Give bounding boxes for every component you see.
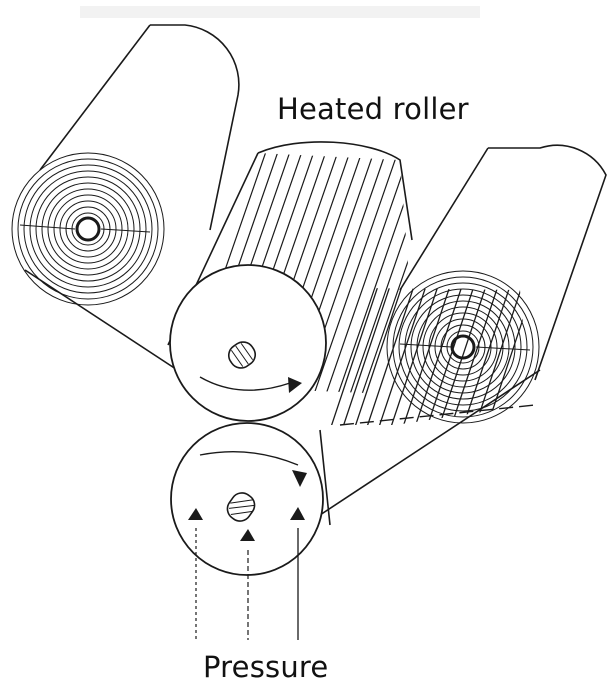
top-band	[80, 6, 480, 18]
left-film-sheet	[150, 25, 239, 230]
web-edge	[340, 405, 535, 425]
pressure-roller	[171, 423, 330, 640]
right-film-sheet	[488, 145, 606, 380]
right-roll-spiral-icon	[387, 271, 539, 423]
pressure-label: Pressure	[203, 650, 328, 684]
heated-roller-label: Heated roller	[277, 92, 469, 126]
left-roll-spiral-icon	[12, 153, 164, 305]
